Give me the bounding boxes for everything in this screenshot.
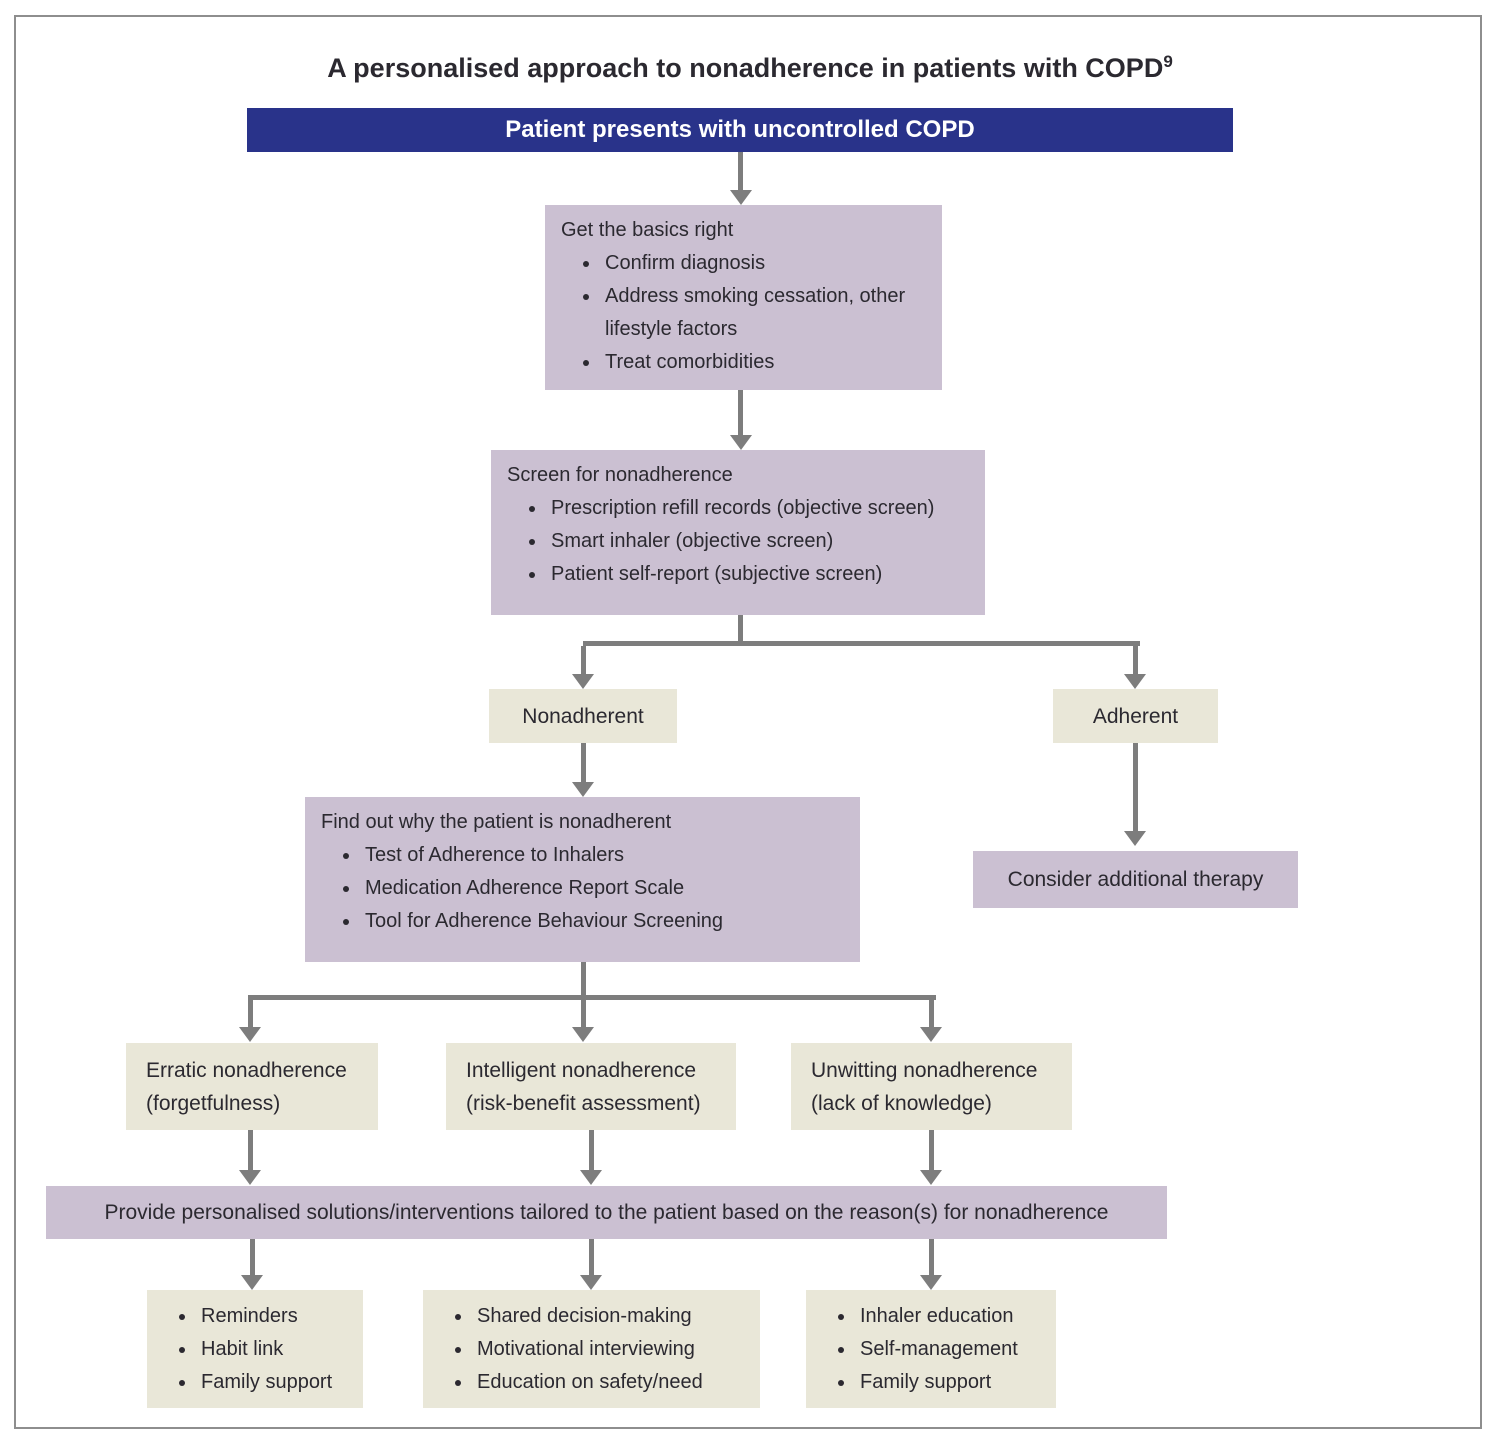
box-solutions-unwitting: Inhaler educationSelf-managementFamily s… — [806, 1290, 1056, 1408]
connector-line — [929, 1130, 934, 1170]
arrowhead-icon — [572, 1027, 594, 1042]
bullet-item: Tool for Adherence Behaviour Screening — [361, 905, 850, 938]
box-adherent: Adherent — [1053, 689, 1218, 743]
bullet-item: Test of Adherence to Inhalers — [361, 839, 850, 872]
bullet-item: Family support — [197, 1366, 363, 1399]
arrowhead-icon — [580, 1275, 602, 1290]
connector-line — [248, 995, 936, 1000]
connector-line — [738, 390, 743, 435]
arrowhead-icon — [920, 1275, 942, 1290]
box-intelligent-nonadherence: Intelligent nonadherence (risk-benefit a… — [446, 1043, 736, 1130]
arrowhead-icon — [920, 1027, 942, 1042]
connector-line — [1133, 743, 1138, 831]
arrowhead-icon — [572, 674, 594, 689]
box-consider-additional-therapy: Consider additional therapy — [973, 851, 1298, 908]
bullet-item: Address smoking cessation, other lifesty… — [601, 280, 932, 346]
connector-line — [581, 962, 586, 1027]
connector-line — [589, 1239, 594, 1275]
reason-title: Unwitting nonadherence — [811, 1058, 1038, 1082]
bullet-item: Confirm diagnosis — [601, 247, 932, 280]
bullet-item: Medication Adherence Report Scale — [361, 872, 850, 905]
connector-line — [583, 641, 1140, 646]
box-find-out-why: Find out why the patient is nonadherent … — [305, 797, 860, 962]
arrowhead-icon — [239, 1170, 261, 1185]
arrowhead-icon — [580, 1170, 602, 1185]
connector-line — [929, 995, 934, 1027]
bullet-list: Inhaler educationSelf-managementFamily s… — [816, 1300, 1056, 1399]
arrowhead-icon — [572, 782, 594, 797]
reason-title: Intelligent nonadherence — [466, 1058, 697, 1082]
arrowhead-icon — [1124, 831, 1146, 846]
connector-line — [738, 152, 743, 190]
connector-line — [929, 1239, 934, 1275]
box-solutions-intelligent: Shared decision-makingMotivational inter… — [423, 1290, 760, 1408]
page-title: A personalised approach to nonadherence … — [0, 44, 1500, 86]
connector-line — [250, 1239, 255, 1275]
bullet-item: Education on safety/need — [473, 1366, 760, 1399]
bullet-list: Prescription refill records (objective s… — [507, 492, 975, 591]
bullet-item: Smart inhaler (objective screen) — [547, 525, 975, 558]
box-heading: Screen for nonadherence — [507, 464, 733, 486]
connector-line — [248, 995, 253, 1027]
bullet-item: Reminders — [197, 1300, 363, 1333]
bullet-item: Patient self-report (subjective screen) — [547, 558, 975, 591]
connector-line — [581, 743, 586, 782]
box-nonadherent: Nonadherent — [489, 689, 677, 743]
reason-subtitle: (lack of knowledge) — [811, 1091, 992, 1115]
arrowhead-icon — [1124, 674, 1146, 689]
reason-subtitle: (forgetfulness) — [146, 1091, 281, 1115]
reason-title: Erratic nonadherence — [146, 1058, 347, 1082]
bullet-item: Habit link — [197, 1333, 363, 1366]
box-provide-personalised-solutions: Provide personalised solutions/intervent… — [46, 1186, 1167, 1239]
arrowhead-icon — [730, 190, 752, 205]
box-solutions-erratic: RemindersHabit linkFamily support — [147, 1290, 363, 1408]
bullet-item: Prescription refill records (objective s… — [547, 492, 975, 525]
bullet-item: Self-management — [856, 1333, 1056, 1366]
connector-line — [589, 1130, 594, 1170]
bullet-item: Motivational interviewing — [473, 1333, 760, 1366]
connector-line — [1133, 646, 1138, 674]
box-heading: Find out why the patient is nonadherent — [321, 811, 672, 833]
bullet-list: Test of Adherence to InhalersMedication … — [321, 839, 850, 938]
reason-subtitle: (risk-benefit assessment) — [466, 1091, 701, 1115]
box-screen-for-nonadherence: Screen for nonadherence Prescription ref… — [491, 450, 985, 615]
box-heading: Get the basics right — [561, 219, 734, 241]
box-get-basics-right: Get the basics right Confirm diagnosisAd… — [545, 205, 942, 390]
arrowhead-icon — [241, 1275, 263, 1290]
bullet-list: Shared decision-makingMotivational inter… — [433, 1300, 760, 1399]
arrowhead-icon — [730, 435, 752, 450]
connector-line — [248, 1130, 253, 1170]
page-title-text: A personalised approach to nonadherence … — [327, 53, 1164, 83]
start-box-patient-presents: Patient presents with uncontrolled COPD — [247, 108, 1233, 152]
bullet-item: Family support — [856, 1366, 1056, 1399]
arrowhead-icon — [920, 1170, 942, 1185]
connector-line — [581, 646, 586, 674]
connector-line — [738, 615, 743, 646]
bullet-item: Inhaler education — [856, 1300, 1056, 1333]
arrowhead-icon — [239, 1027, 261, 1042]
reference-superscript: 9 — [1163, 52, 1173, 71]
bullet-item: Treat comorbidities — [601, 346, 932, 379]
box-erratic-nonadherence: Erratic nonadherence (forgetfulness) — [126, 1043, 378, 1130]
bullet-list: RemindersHabit linkFamily support — [157, 1300, 363, 1399]
bullet-item: Shared decision-making — [473, 1300, 760, 1333]
box-unwitting-nonadherence: Unwitting nonadherence (lack of knowledg… — [791, 1043, 1072, 1130]
bullet-list: Confirm diagnosisAddress smoking cessati… — [561, 247, 932, 379]
